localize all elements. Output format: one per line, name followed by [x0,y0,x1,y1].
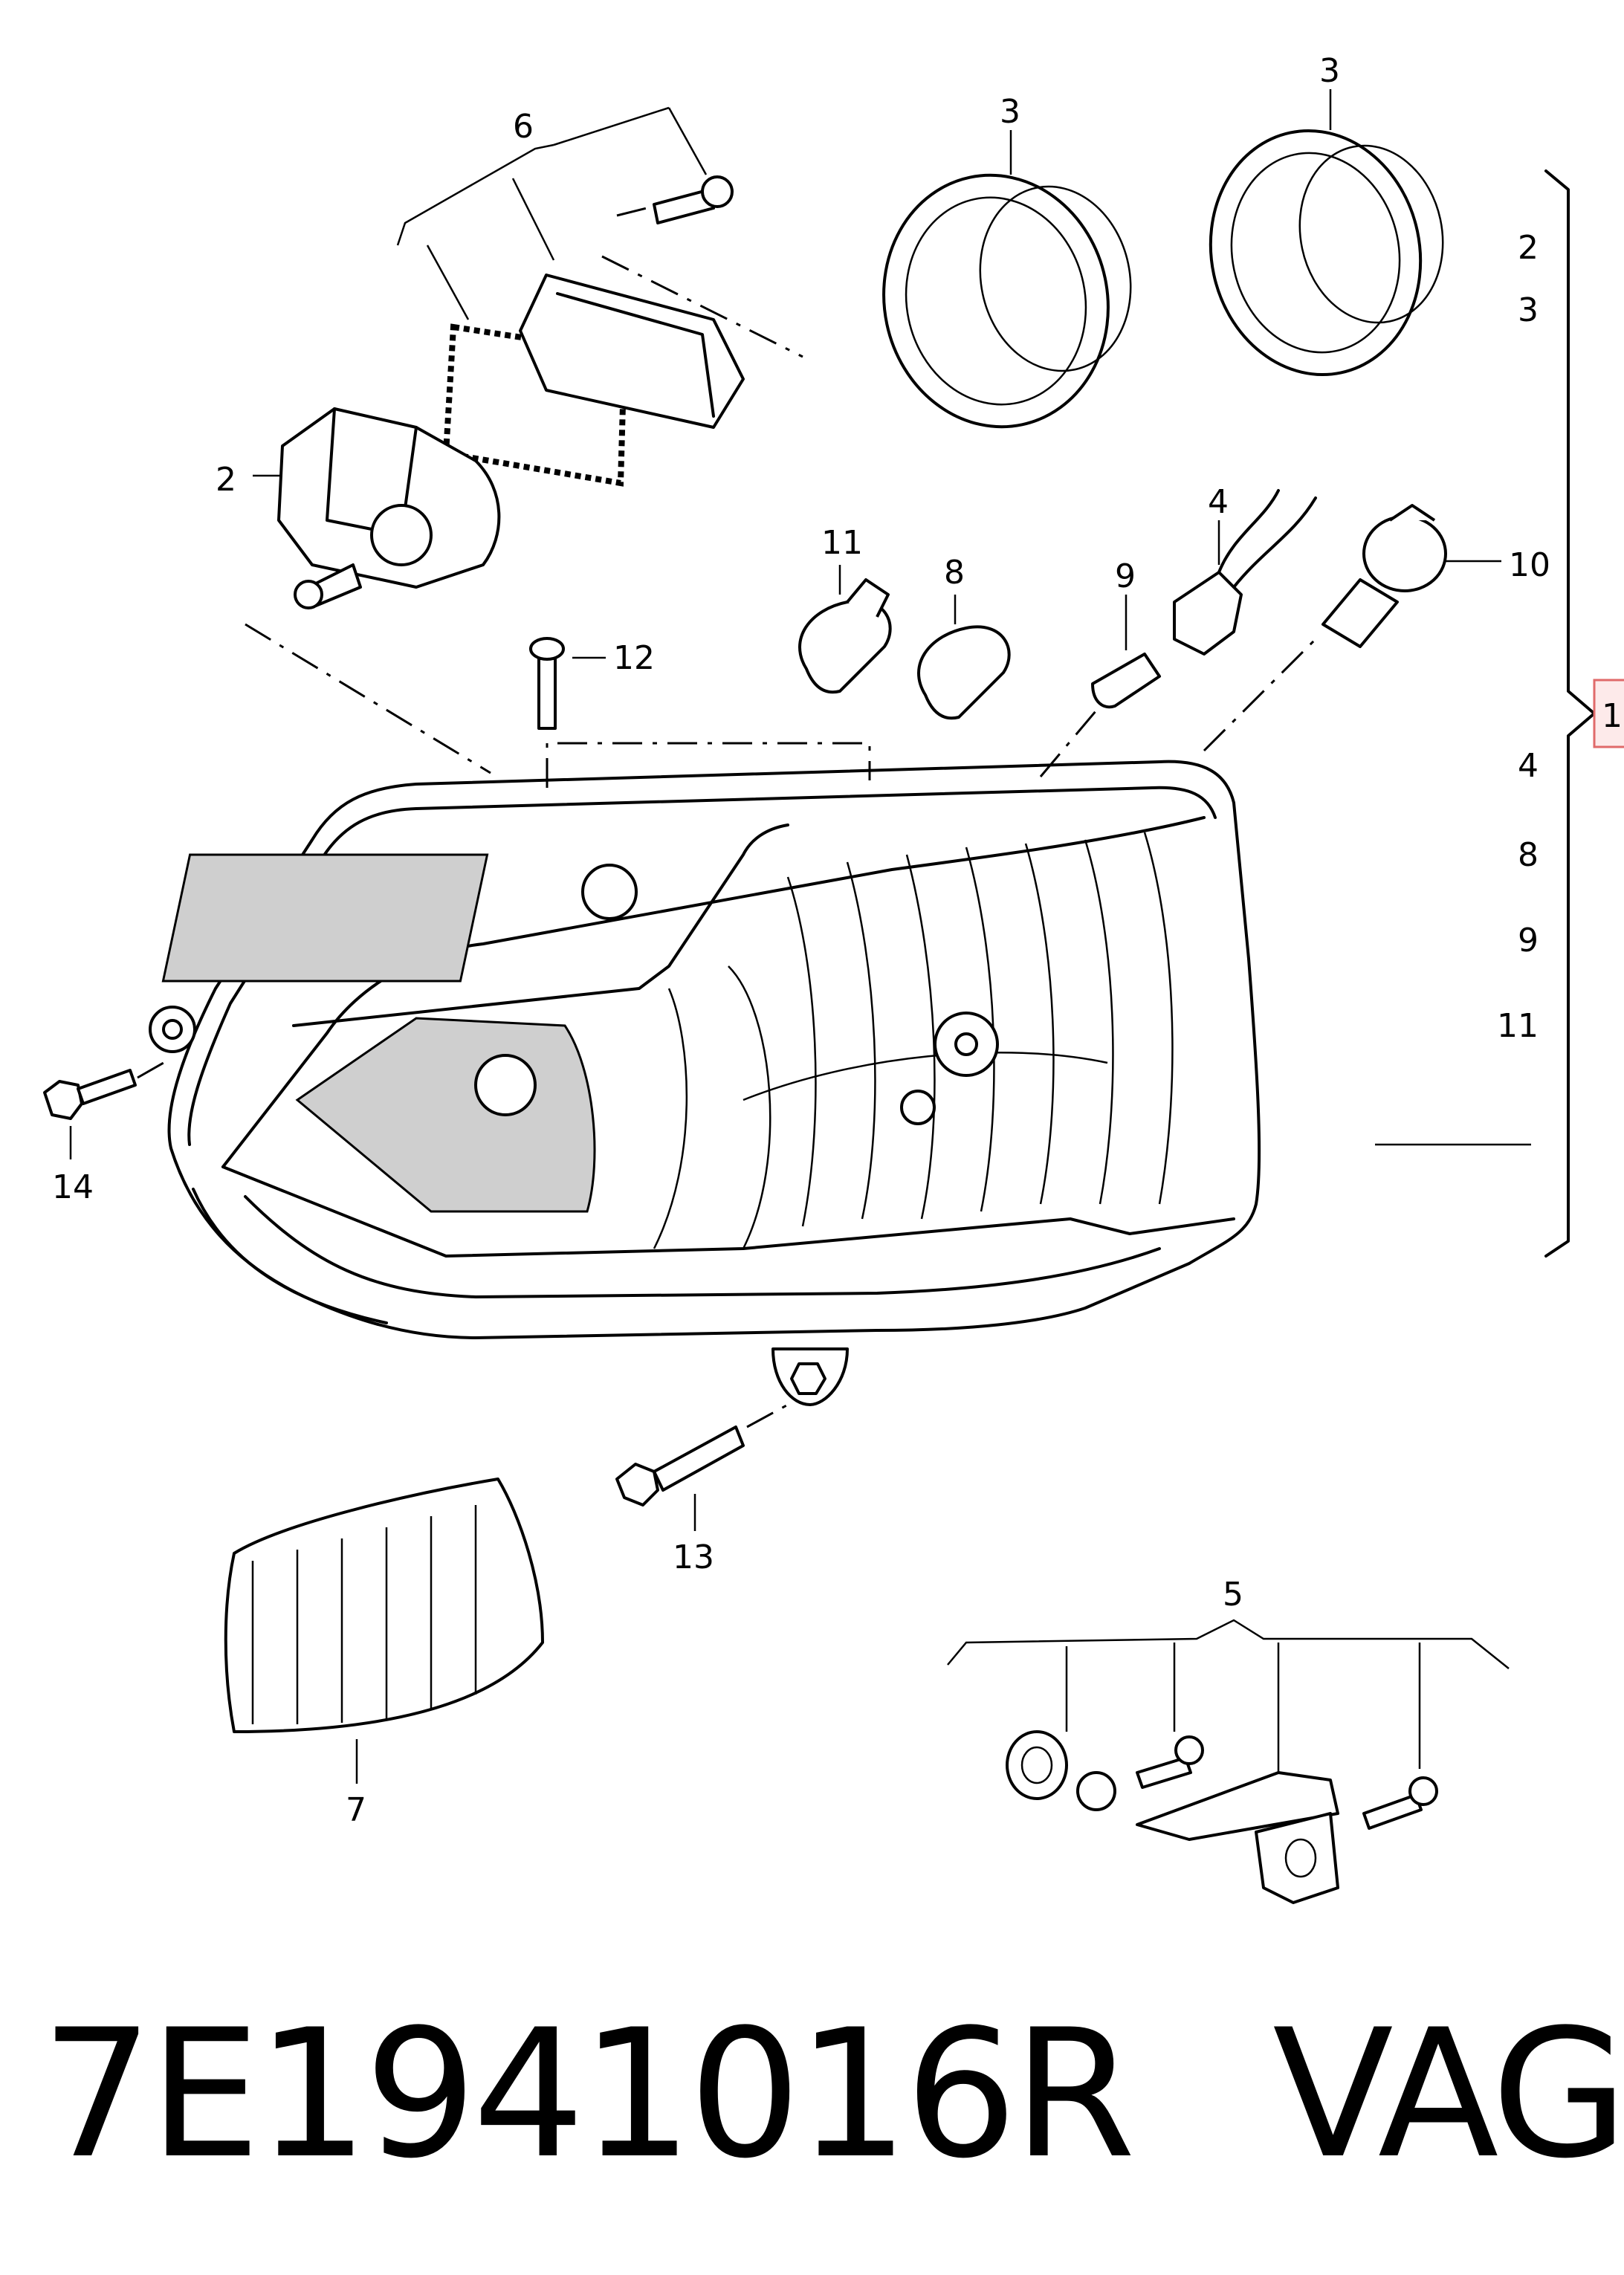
callout-4[interactable]: 4 [1208,483,1229,521]
headlight-housing [149,760,1531,1406]
assembly-list-item: 4 [1518,747,1539,785]
part-number: 7E1941016R [41,1992,1136,2198]
callout-1-highlight-box [1593,679,1624,748]
part-2-range-motor [245,407,501,774]
callout-5[interactable]: 5 [1223,1576,1243,1614]
assembly-bracket [1544,169,1624,1258]
callout-7[interactable]: 7 [346,1791,366,1829]
callout-2[interactable]: 2 [216,461,236,499]
callout-13[interactable]: 13 [673,1538,714,1576]
part-6-cover-gasket [396,106,803,487]
callout-9[interactable]: 9 [1115,557,1136,595]
callout-3-left[interactable]: 3 [1000,93,1020,131]
assembly-list-item: 2 [1518,229,1539,267]
part-3-caps [882,89,1444,429]
headlight-exploded-diagram: 1 2 3 3 4 5 6 7 8 9 10 11 12 13 14 2 3 4… [43,52,1624,1904]
part-5-repair-kit [947,1619,1510,1904]
assembly-list-item: 11 [1497,1007,1539,1045]
callout-3-right[interactable]: 3 [1319,52,1340,90]
callout-1[interactable]: 1 [1602,697,1623,735]
assembly-list-item: 3 [1518,291,1539,329]
callout-11[interactable]: 11 [821,524,863,562]
assembly-list-item: 8 [1518,836,1539,874]
part-13-screw [615,1403,789,1531]
callout-12[interactable]: 12 [613,639,655,677]
part-14-screw [43,1061,164,1159]
callout-10[interactable]: 10 [1509,546,1550,584]
callout-8[interactable]: 8 [944,554,965,592]
brand-name: VAG [1272,1992,1624,2198]
bulbs-and-socket [798,489,1501,777]
assembly-list-item: 9 [1518,922,1539,959]
part-12-screw [529,637,871,788]
callout-6[interactable]: 6 [513,108,534,146]
callout-14[interactable]: 14 [52,1168,94,1206]
part-7-lens [224,1478,544,1784]
